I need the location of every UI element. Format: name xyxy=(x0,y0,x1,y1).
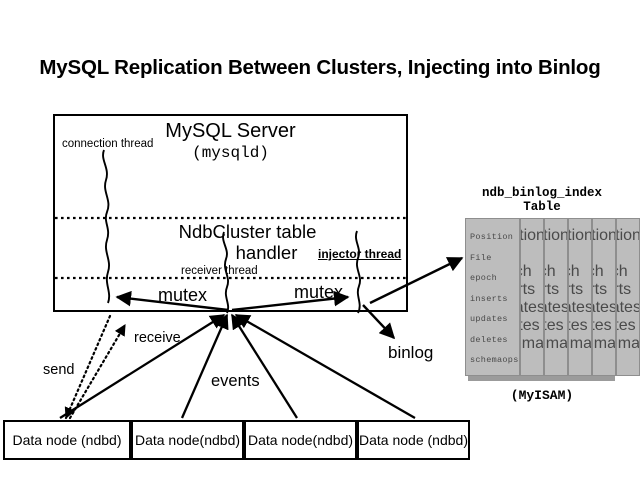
receive-arrow xyxy=(68,323,127,420)
binlog-index-field: updates xyxy=(521,299,544,316)
events-arrow-node-1 xyxy=(59,314,226,419)
data-node-box-3[interactable]: Data node(ndbd) xyxy=(244,420,357,460)
binlog-index-table-card: PositionFileepochinsertsupdatesdeletessc… xyxy=(544,218,568,376)
binlog-index-field: Position xyxy=(592,227,616,244)
mutex-right-label: mutex xyxy=(294,282,344,302)
mysql-server-title: MySQL Server xyxy=(165,120,296,142)
binlog-index-field: inserts xyxy=(521,281,536,298)
binlog-index-field: Position xyxy=(520,227,544,244)
connection-thread-squiggle xyxy=(102,149,111,304)
binlog-index-field: deletes xyxy=(593,317,612,334)
binlog-index-field: epoch xyxy=(569,263,580,280)
mysqld-process-label: (mysqld) xyxy=(192,144,269,162)
data-node-box-1[interactable]: Data node (ndbd) xyxy=(3,420,131,460)
binlog-index-field: schemaops xyxy=(545,335,568,352)
binlog-index-table-caption-line2: Table xyxy=(523,200,561,214)
binlog-index-field: File xyxy=(470,252,492,263)
binlog-index-field: Position xyxy=(470,232,514,242)
receiver-thread-label: receiver thread xyxy=(181,265,258,277)
binlog-index-field: epoch xyxy=(593,263,604,280)
binlog-index-table-caption-line1: ndb_binlog_index xyxy=(481,186,603,200)
binlog-index-table-card: PositionFileepochinsertsupdatesdeletessc… xyxy=(616,218,640,376)
binlog-index-field: Position xyxy=(544,227,568,244)
send-label: send xyxy=(43,362,75,378)
binlog-index-field: deletes xyxy=(569,317,588,334)
binlog-index-table-stack: PositionFileepochinsertsupdatesdeletessc… xyxy=(465,218,640,381)
events-label: events xyxy=(211,372,260,390)
mysql-server-box xyxy=(53,114,408,312)
receive-label: receive xyxy=(134,330,181,346)
binlog-index-field: inserts xyxy=(593,281,608,298)
binlog-index-field: updates xyxy=(470,314,508,324)
binlog-index-field: deletes xyxy=(617,317,636,334)
binlog-index-field: File xyxy=(593,245,615,263)
binlog-index-field: updates xyxy=(545,299,568,316)
binlog-index-field: schemaops xyxy=(470,355,519,365)
storage-engine-label: (MyISAM) xyxy=(510,388,574,403)
binlog-index-field: epoch xyxy=(617,263,628,280)
binlog-index-field: File xyxy=(521,245,543,263)
mutex-left-arrow xyxy=(115,290,229,312)
page-title: MySQL Replication Between Clusters, Inje… xyxy=(39,56,601,79)
binlog-index-field: Position xyxy=(568,227,592,244)
injector-thread-label: injector thread xyxy=(318,247,402,261)
binlog-index-field: schemaops xyxy=(569,335,592,352)
mutex-right-arrow xyxy=(231,290,350,312)
binlog-index-field: inserts xyxy=(617,281,632,298)
binlog-index-field: schemaops xyxy=(521,335,544,352)
binlog-index-table-card: PositionFileepochinsertsupdatesdeletessc… xyxy=(520,218,544,376)
binlog-index-field: epoch xyxy=(545,263,556,280)
ndbcluster-handler-title: NdbCluster table handler xyxy=(150,221,345,263)
mutex-left-label: mutex xyxy=(158,285,208,305)
binlog-index-field: deletes xyxy=(521,317,540,334)
binlog-index-field: schemaops xyxy=(617,335,640,352)
binlog-index-field: updates xyxy=(593,299,616,316)
binlog-index-field: inserts xyxy=(569,281,584,298)
injector-thread-squiggle xyxy=(355,230,361,314)
binlog-index-field: epoch xyxy=(521,263,532,280)
receiver-thread-squiggle xyxy=(222,231,230,314)
binlog-index-table-card: PositionFileepochinsertsupdatesdeletessc… xyxy=(568,218,592,376)
binlog-index-field: File xyxy=(569,245,591,263)
binlog-index-field: Position xyxy=(616,227,640,244)
send-arrow xyxy=(64,314,112,420)
ndbcluster-handler-line2: handler xyxy=(235,242,298,263)
binlog-index-table-card: PositionFileepochinsertsupdatesdeletessc… xyxy=(592,218,616,376)
binlog-index-table-caption: ndb_binlog_index Table xyxy=(462,186,622,214)
binlog-index-field: updates xyxy=(617,299,640,316)
events-arrow-node-4 xyxy=(234,314,416,419)
binlog-index-field: deletes xyxy=(470,334,508,345)
binlog-index-field: updates xyxy=(569,299,592,316)
events-arrow-node-2 xyxy=(180,313,229,419)
binlog-index-field: schemaops xyxy=(593,335,616,352)
binlog-index-field: inserts xyxy=(545,281,560,298)
arrow-to-binlog-index-table xyxy=(369,256,464,305)
binlog-index-field: File xyxy=(545,245,567,263)
binlog-index-field: inserts xyxy=(470,293,508,304)
connection-thread-label: connection thread xyxy=(62,138,154,150)
data-node-box-2[interactable]: Data node(ndbd) xyxy=(131,420,244,460)
binlog-label: binlog xyxy=(388,343,434,362)
data-node-box-4[interactable]: Data node (ndbd) xyxy=(357,420,470,460)
binlog-index-field: epoch xyxy=(470,273,498,283)
ndbcluster-handler-line1: NdbCluster table xyxy=(178,221,317,242)
events-arrow-node-3 xyxy=(231,313,298,419)
binlog-index-field: deletes xyxy=(545,317,564,334)
binlog-index-field: File xyxy=(617,245,639,263)
